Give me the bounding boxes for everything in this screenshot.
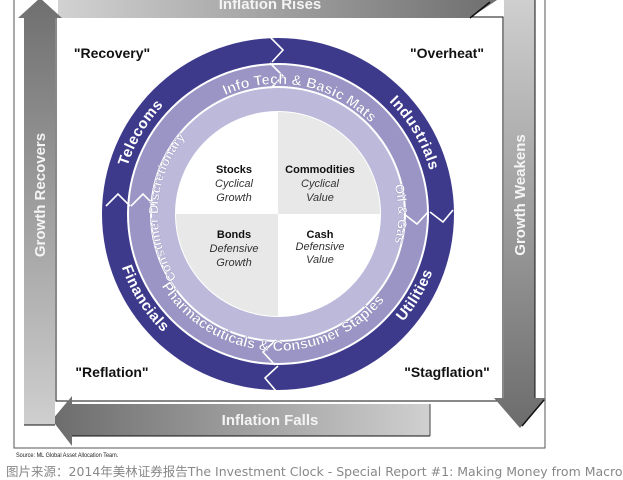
- svg-text:Defensive: Defensive: [296, 241, 345, 253]
- svg-text:Commodities: Commodities: [285, 164, 355, 176]
- growth-weakens-arrow: Growth Weakens: [494, 0, 546, 428]
- phase-stagflation: "Stagflation": [404, 364, 490, 380]
- svg-text:Cyclical: Cyclical: [301, 178, 339, 190]
- image-caption: 图片来源：2014年美林证券报告The Investment Clock - S…: [6, 464, 623, 479]
- source-note: Source: ML Global Asset Allocation Team.: [16, 452, 119, 459]
- growth-recovers-arrow: Growth Recovers: [18, 0, 62, 426]
- inflation-rises-arrow: Inflation Rises: [58, 0, 497, 19]
- svg-text:Value: Value: [306, 254, 334, 266]
- asset-quadrants: [176, 112, 380, 316]
- svg-text:Growth: Growth: [216, 257, 251, 269]
- quadrant-stocks: Stocks Cyclical Growth: [215, 164, 253, 204]
- quadrant-bonds: Bonds Defensive Growth: [210, 229, 259, 269]
- growth-weakens-label: Growth Weakens: [512, 134, 529, 255]
- svg-text:Cash: Cash: [307, 229, 334, 241]
- svg-text:Growth: Growth: [216, 192, 251, 204]
- ring-chevrons: [105, 36, 454, 392]
- svg-text:Cyclical: Cyclical: [215, 178, 253, 190]
- investment-clock-diagram: Inflation Rises Growth Weakens Inflation…: [13, 0, 546, 449]
- inflation-falls-label: Inflation Falls: [222, 412, 319, 429]
- phase-recovery: "Recovery": [74, 45, 150, 61]
- quadrant-commodities: Commodities Cyclical Value: [285, 164, 355, 204]
- svg-text:Value: Value: [306, 192, 334, 204]
- inflation-rises-label: Inflation Rises: [219, 0, 322, 13]
- inflation-falls-arrow: Inflation Falls: [52, 396, 431, 446]
- quadrant-cash: Cash Defensive Value: [296, 229, 345, 266]
- growth-recovers-label: Growth Recovers: [32, 133, 49, 257]
- svg-text:Bonds: Bonds: [217, 229, 251, 241]
- phase-reflation: "Reflation": [75, 364, 148, 380]
- phase-overheat: "Overheat": [410, 45, 484, 61]
- svg-text:Defensive: Defensive: [210, 243, 259, 255]
- svg-text:Stocks: Stocks: [216, 164, 252, 176]
- frame-border: [13, 0, 546, 449]
